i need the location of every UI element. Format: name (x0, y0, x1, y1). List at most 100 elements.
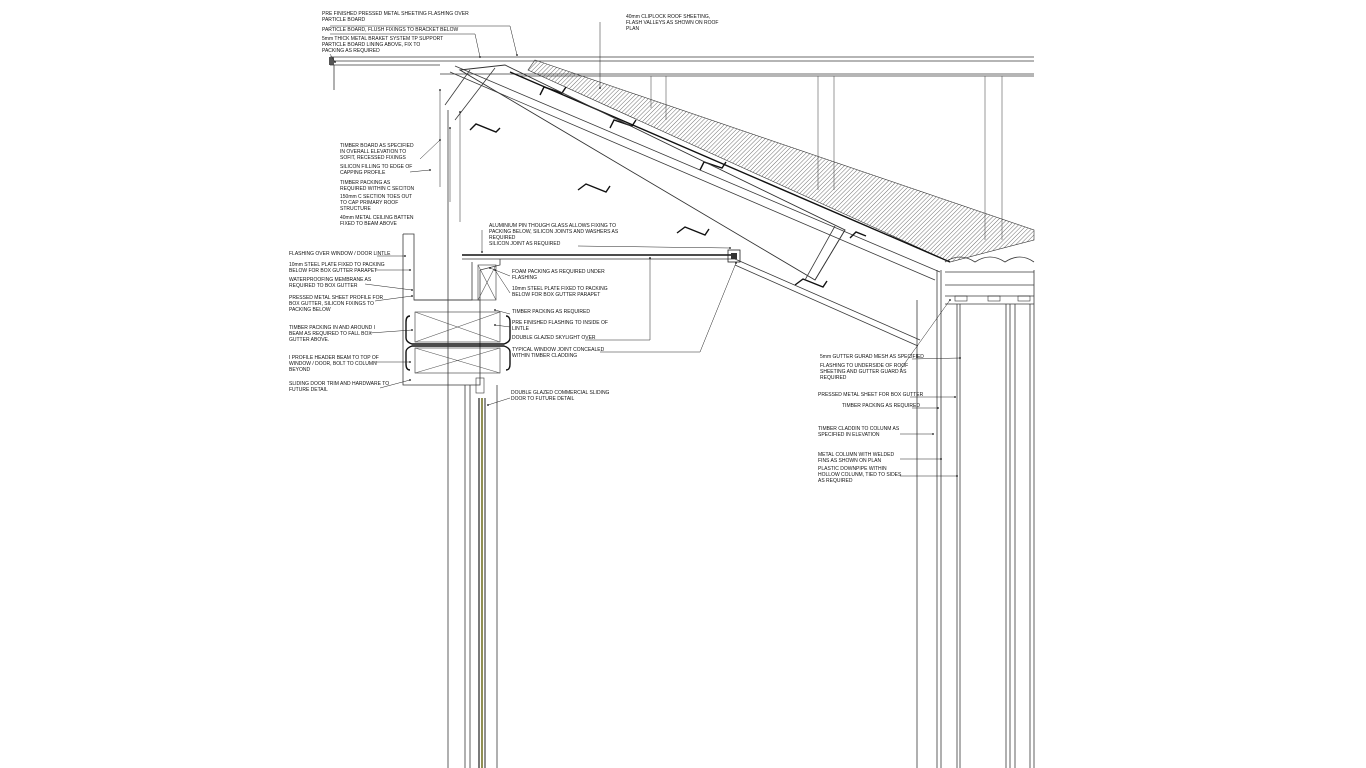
label-line: 5mm THICK METAL BRAKET SYSTEM TP SUPPORT (322, 36, 443, 42)
label-metal-bracket: 5mm THICK METAL BRAKET SYSTEM TP SUPPORT… (322, 36, 443, 54)
label-flashing-window: FLASHING OVER WINDOW / DOOR LINTLE (289, 251, 391, 257)
leader-arrow (949, 299, 951, 301)
label-line: DOOR TO FUTURE DETAIL (511, 396, 575, 402)
leader-metal-bracket (329, 53, 336, 63)
leader-arrow (940, 458, 942, 460)
label-line: TIMBER PACKING AS REQUIRED (842, 403, 920, 409)
label-line: 5mm GUTTER GURAD MESH AS SPECIFIED (820, 354, 924, 360)
label-line: LINTLE (512, 326, 530, 332)
leader-arrow (735, 262, 737, 264)
label-line: PRESSED METAL SHEET FOR BOX GUTTER (818, 392, 924, 398)
label-particle-board: PARTICLE BOARD, FLUSH FIXINGS TO BRACKET… (322, 27, 459, 33)
leader-arrow (404, 255, 406, 257)
leader-pre-finished-flashing (330, 25, 518, 56)
leader-flashing-underside (899, 299, 951, 371)
soffit-edge-cap (329, 57, 334, 65)
label-line: SOFIT, RECESSED FIXINGS (340, 155, 407, 161)
label-line: TIMBER PACKING IN AND AROUND I (289, 325, 375, 331)
leader-arrow (729, 247, 731, 249)
leader-door-trim (379, 379, 411, 389)
label-gutter-mesh: 5mm GUTTER GURAD MESH AS SPECIFIED (820, 354, 924, 360)
annotation-leaders (329, 22, 961, 477)
primary-roof-beam (444, 64, 846, 281)
label-line: TYPICAL WINDOW JOINT CONCEALED (512, 347, 605, 353)
label-line: GUTTER ABOVE. (289, 337, 329, 343)
right-metal-column (916, 270, 1035, 768)
leader-arrow (411, 295, 413, 297)
label-line: PRE FINISHED FLASHING TO INSIDE OF (512, 320, 608, 326)
label-line: FIXED TO BEAM ABOVE (340, 221, 397, 227)
label-line: BELOW FOR BOX GUTTER PARAPET (512, 292, 600, 298)
label-line: BOX GUTTER, SILICON FIXINGS TO (289, 301, 374, 307)
label-line: SILICON JOINT AS REQUIRED (489, 241, 561, 247)
leader-arrow (409, 269, 411, 271)
label-line: SPECIFIED IN ELEVATION (818, 432, 880, 438)
sliding-door-frame (447, 110, 498, 768)
label-silicon-joint: SILICON JOINT AS REQUIRED (489, 241, 561, 247)
annotation-labels: PRE FINISHED PRESSED METAL SHEETING FLAS… (289, 11, 924, 484)
label-timber-packing-req: TIMBER PACKING AS REQUIRED (512, 309, 590, 315)
label-line: REQUIRED TO BOX GUTTER (289, 283, 358, 289)
label-line: SHEETING AND GUTTER GUARD AS (820, 369, 907, 375)
label-line: CAPPING PROFILE (340, 170, 386, 176)
leader-arrow (494, 309, 496, 311)
label-timber-packing-right: TIMBER PACKING AS REQUIRED (842, 403, 920, 409)
label-line: 10mm STEEL PLATE FIXED TO PACKING (512, 286, 608, 292)
leader-arrow (411, 289, 413, 291)
label-line: WITHIN TIMBER CLADDING (512, 353, 577, 359)
leader-arrow (409, 379, 411, 381)
label-line: FLASHING (512, 275, 537, 281)
label-line: FINS AS SHOWN ON PLAN (818, 458, 881, 464)
label-line: PLASTIC DOWNPIPE WITHIN (818, 466, 887, 472)
label-line: DOUBLE GLAZED SKYLIGHT OVER (512, 335, 596, 341)
label-line: DOUBLE GLAZED COMMERCIAL SLIDING (511, 390, 610, 396)
label-line: BELOW FOR BOX GUTTER PARAPET (289, 268, 377, 274)
leader-arrow (334, 61, 336, 63)
leader-timber-packing-req (494, 309, 511, 315)
leader-pressed-profile (374, 295, 413, 302)
label-line: REQUIRED WITHIN C SECITON (340, 186, 414, 192)
leader-arrow (649, 257, 651, 259)
label-line: FLASHING TO UNDERSIDE OF ROOF (820, 363, 908, 369)
top-soffit-assembly (329, 56, 1034, 90)
leader-arrow (489, 267, 491, 269)
valley-box-gutter (944, 256, 1035, 305)
label-line: PLAN (626, 26, 639, 32)
leader-silicon-joint (577, 245, 731, 249)
label-line: PRE FINISHED PRESSED METAL SHEETING FLAS… (322, 11, 469, 17)
label-line: HOLLOW COLUNM, TIED TO SIDES (818, 472, 902, 478)
leader-arrow (959, 357, 961, 359)
leader-arrow (459, 111, 461, 113)
leader-arrow (439, 89, 441, 91)
leader-arrow (429, 169, 431, 171)
label-line: BEAM AS REQUIRED TO FALL BOX (289, 331, 372, 337)
leader-timber-board (419, 139, 441, 160)
leader-arrow (954, 396, 956, 398)
leader-arrow (599, 87, 601, 89)
leader-gutter-mesh (911, 357, 961, 360)
leader-arrow (487, 404, 489, 406)
label-line: 10mm STEEL PLATE FIXED TO PACKING (289, 262, 385, 268)
label-line: TIMBER BOARD AS SPECIFIED (340, 143, 414, 149)
label-line: TIMBER CLADDIN TO COLUNM AS (818, 426, 900, 432)
label-line: PARTICLE BOARD LINING ABOVE, FIX TO (322, 42, 420, 48)
leader-silicon-filling (409, 169, 431, 173)
leader-waterproofing (364, 283, 413, 291)
label-line: FLASHING OVER WINDOW / DOOR LINTLE (289, 251, 391, 257)
